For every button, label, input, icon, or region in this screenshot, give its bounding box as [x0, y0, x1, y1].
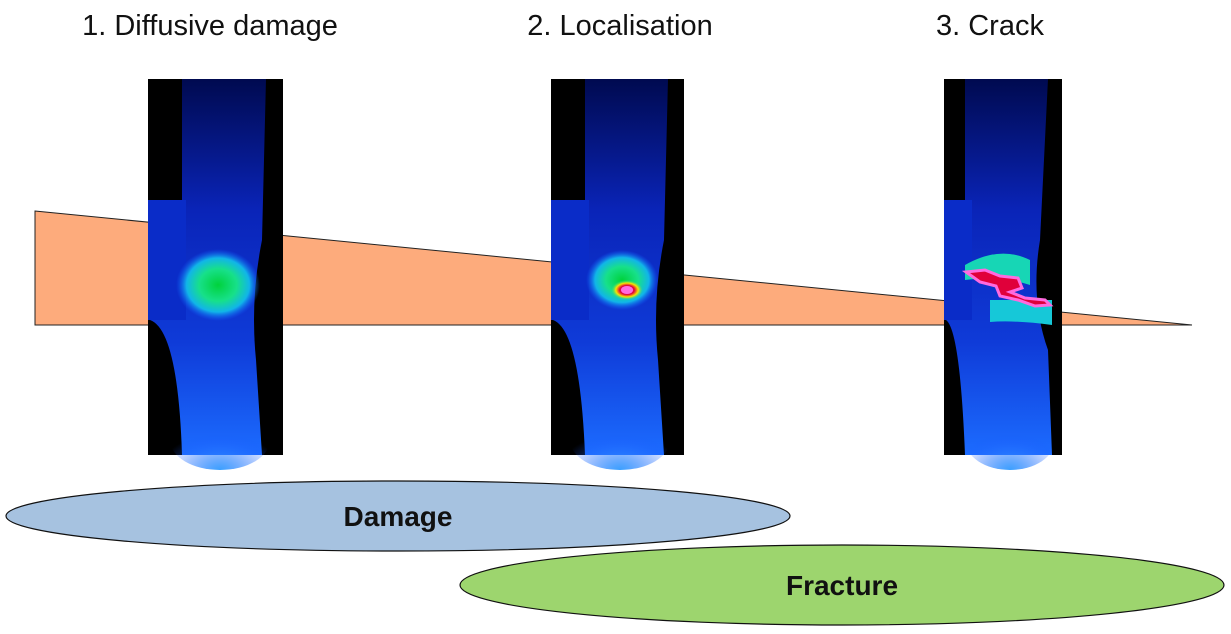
- stage-title-diffusive-damage: 1. Diffusive damage: [82, 10, 338, 42]
- region-damage-label: Damage: [344, 501, 453, 532]
- specimen-image-localisation: [551, 79, 684, 470]
- stage-title-localisation: 2. Localisation: [527, 10, 713, 42]
- specimen-image-crack: [944, 79, 1062, 470]
- region-fracture: Fracture: [459, 544, 1225, 626]
- crack-path: [961, 268, 1054, 308]
- stage-title-crack: 3. Crack: [936, 10, 1044, 42]
- specimen-image-diffusive-damage: [148, 79, 283, 470]
- region-fracture-label: Fracture: [786, 570, 898, 601]
- region-damage: Damage: [5, 480, 791, 552]
